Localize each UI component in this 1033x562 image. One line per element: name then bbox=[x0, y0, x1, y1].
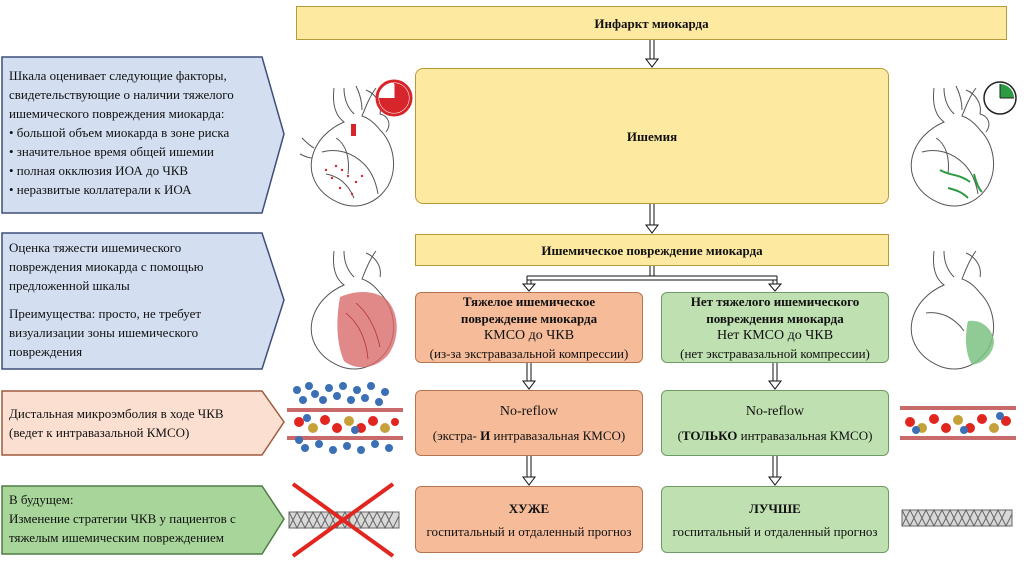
heart-illustration-mild bbox=[910, 85, 994, 207]
severe-injury-line-2: (из-за экстравазальной компрессии) bbox=[429, 346, 629, 361]
worse-prognosis-title: ХУЖЕ bbox=[508, 500, 550, 516]
no-severe-injury-title-2: повреждения миокарда bbox=[706, 311, 844, 326]
no-reflow-right-line: (ТОЛЬКО интравазальная КМСО) bbox=[677, 427, 873, 443]
myocardial-infarction-box: Инфаркт миокарда bbox=[296, 6, 1007, 40]
stent-right bbox=[901, 508, 1013, 528]
arrow-ischemia-to-injury bbox=[645, 204, 659, 234]
better-prognosis-box: ЛУЧШЕ госпитальный и отдаленный прогноз bbox=[661, 486, 889, 553]
arrow-injury-split bbox=[521, 266, 783, 292]
side-text-future: В будущем:Изменение стратегии ЧКВ у паци… bbox=[9, 492, 236, 545]
side-panel-risk-factors bbox=[1, 56, 285, 214]
arrow-nosevere-to-noreflow bbox=[768, 363, 782, 390]
ischemia-title: Ишемия bbox=[626, 128, 678, 144]
myocardial-infarction-title: Инфаркт миокарда bbox=[594, 15, 709, 31]
clock-icon-green bbox=[983, 81, 1017, 115]
no-reflow-right-box: No-reflow (ТОЛЬКО интравазальная КМСО) bbox=[661, 390, 889, 456]
severe-injury-title-2: повреждение миокарда bbox=[460, 311, 598, 326]
no-severe-injury-line-1: Нет КМСО до ЧКВ bbox=[716, 328, 834, 343]
vessel-microembolism-left bbox=[287, 382, 403, 454]
no-reflow-right-title: No-reflow bbox=[745, 403, 805, 419]
heart-illustration-injury-large bbox=[310, 250, 397, 370]
ischemia-box: Ишемия bbox=[415, 68, 889, 204]
side-text-risk-factors: Шкала оценивает следующие факторы,свидет… bbox=[9, 68, 234, 197]
side-panel-future bbox=[1, 485, 285, 555]
ischemic-injury-title: Ишемическое повреждение миокарда bbox=[541, 242, 763, 258]
no-reflow-left-title: No-reflow bbox=[499, 403, 559, 419]
severe-injury-box: Тяжелое ишемическое повреждение миокарда… bbox=[415, 292, 643, 363]
ischemic-injury-box: Ишемическое повреждение миокарда bbox=[415, 234, 889, 266]
arrow-noreflow-to-worse bbox=[522, 456, 536, 486]
no-reflow-left-box: No-reflow (экстра- И интравазальная КМСО… bbox=[415, 390, 643, 456]
cross-out-icon bbox=[291, 482, 395, 558]
stent-crossed-out bbox=[288, 482, 400, 558]
no-severe-injury-box: Нет тяжелого ишемического повреждения ми… bbox=[661, 292, 889, 363]
arrow-severe-to-noreflow bbox=[522, 363, 536, 390]
better-prognosis-title: ЛУЧШЕ bbox=[749, 500, 801, 516]
vessel-microembolism-right bbox=[900, 406, 1016, 440]
severe-injury-title-1: Тяжелое ишемическое bbox=[462, 294, 596, 309]
no-severe-injury-line-2: (нет экстравазальной компрессии) bbox=[680, 346, 870, 361]
clock-icon-red bbox=[375, 79, 413, 117]
side-panel-microembolism bbox=[1, 390, 285, 456]
no-severe-injury-title-1: Нет тяжелого ишемического bbox=[690, 294, 860, 309]
severe-injury-line-1: КМСО до ЧКВ bbox=[483, 328, 575, 343]
heart-illustration-severe bbox=[299, 85, 394, 207]
better-prognosis-line: госпитальный и отдаленный прогноз bbox=[672, 523, 878, 539]
worse-prognosis-box: ХУЖЕ госпитальный и отдаленный прогноз bbox=[415, 486, 643, 553]
arrow-noreflow-to-better bbox=[768, 456, 782, 486]
arrow-mi-to-ischemia bbox=[645, 40, 659, 68]
heart-illustration-injury-small bbox=[910, 250, 994, 370]
worse-prognosis-line: госпитальный и отдаленный прогноз bbox=[426, 523, 632, 539]
no-reflow-left-line: (экстра- И интравазальная КМСО) bbox=[432, 427, 626, 443]
side-text-microembolism: Дистальная микроэмболия в ходе ЧКВ(ведет… bbox=[9, 406, 224, 440]
side-panel-assessment bbox=[1, 232, 285, 370]
